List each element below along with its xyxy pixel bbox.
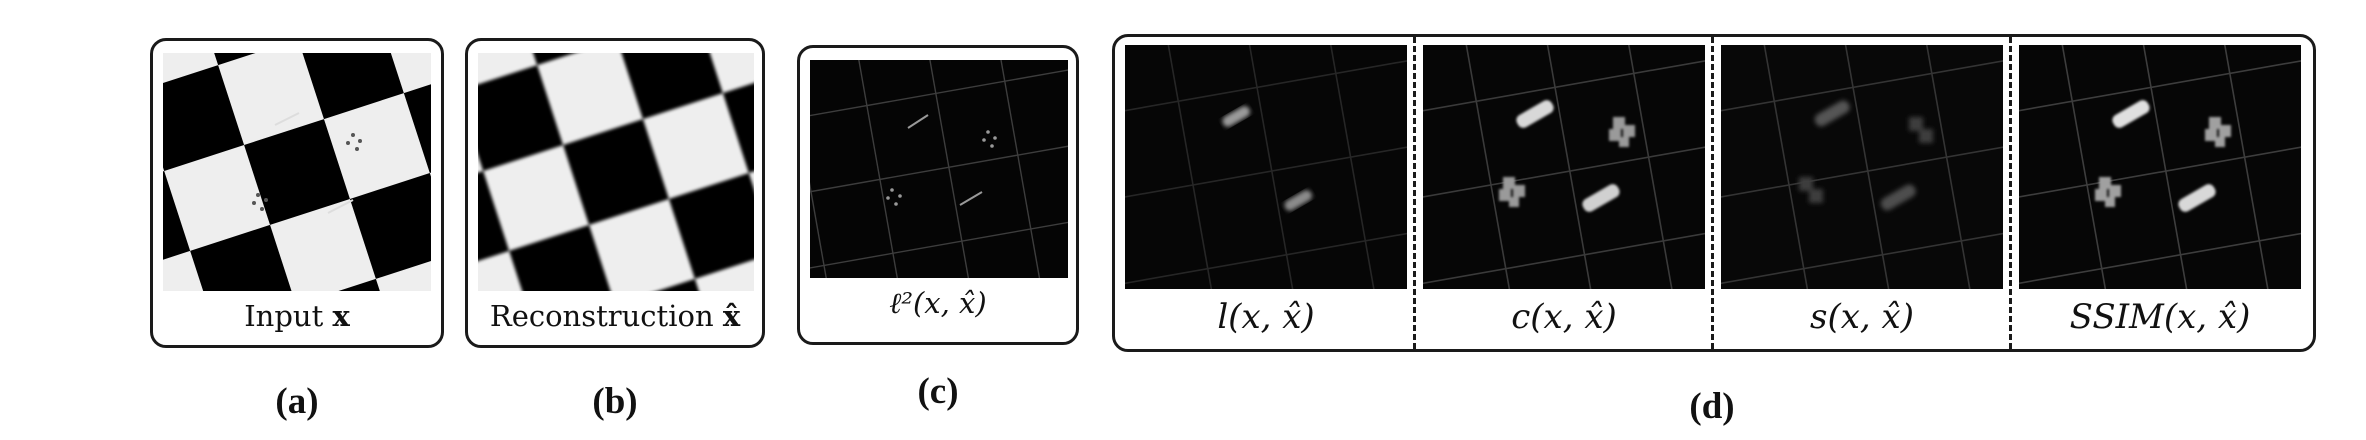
panel-a-input: Input x — [150, 38, 444, 348]
contrast-caption: c(x, x̂) — [1511, 297, 1617, 337]
l2-caption: ℓ²(x, x̂) — [889, 286, 987, 320]
reconstruction-caption: Reconstruction x̂ — [468, 299, 762, 333]
ssim-caption: SSIM(x, x̂) — [2069, 297, 2251, 337]
divider-3 — [2009, 37, 2012, 349]
ssim-map-image — [2019, 45, 2301, 289]
label-b: (b) — [592, 381, 638, 422]
reconstruction-checkerboard-image — [478, 53, 754, 291]
contrast-map-image — [1423, 45, 1705, 289]
panel-b-reconstruction: Reconstruction x̂ — [465, 38, 765, 348]
input-checkerboard-image — [163, 53, 431, 291]
panel-c-l2-error: ℓ²(x, x̂) — [797, 45, 1079, 345]
caption-text: Input — [244, 299, 333, 333]
divider-1 — [1413, 37, 1416, 349]
l2-error-map-image — [810, 60, 1068, 278]
structure-caption: s(x, x̂) — [1810, 297, 1914, 337]
label-a: (a) — [275, 381, 319, 422]
label-d: (d) — [1689, 386, 1735, 427]
luminance-caption: l(x, x̂) — [1217, 297, 1315, 337]
divider-2 — [1711, 37, 1714, 349]
input-caption: Input x — [153, 299, 441, 333]
caption-var: x — [332, 299, 350, 333]
structure-map-image — [1721, 45, 2003, 289]
caption-var: x̂ — [722, 299, 741, 333]
caption-text: Reconstruction — [489, 299, 723, 333]
panel-d-ssim-components: l(x, x̂) c(x, x̂) s(x, x̂) SSIM(x, x̂) — [1112, 34, 2316, 352]
luminance-map-image — [1125, 45, 1407, 289]
label-c: (c) — [917, 371, 959, 412]
